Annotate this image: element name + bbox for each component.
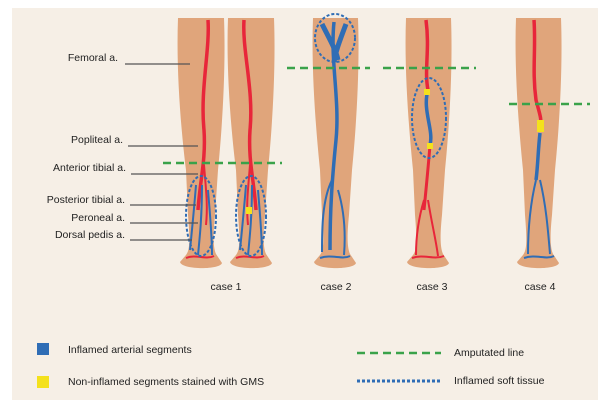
case3-leg xyxy=(383,18,476,268)
label-popliteal: Popliteal a. xyxy=(71,134,123,146)
label-anterior-tibial: Anterior tibial a. xyxy=(53,162,126,174)
case1-legs xyxy=(163,18,282,268)
legend-gms-swatch xyxy=(37,376,49,388)
case4-leg xyxy=(509,18,590,268)
case2-leg xyxy=(287,14,370,268)
legend-gms-label: Non-inflamed segments stained with GMS xyxy=(68,376,264,388)
legend-soft-tissue-label: Inflamed soft tissue xyxy=(454,375,545,387)
label-dorsal-pedis: Dorsal pedis a. xyxy=(55,229,125,241)
label-posterior-tibial: Posterior tibial a. xyxy=(47,194,125,206)
legend-inflamed-arterial-label: Inflamed arterial segments xyxy=(68,344,192,356)
label-femoral: Femoral a. xyxy=(68,52,118,64)
legend-amputated-line-label: Amputated line xyxy=(454,347,524,359)
case-label-3: case 3 xyxy=(417,281,448,293)
case-label-1: case 1 xyxy=(211,281,242,293)
legend-inflamed-arterial-swatch xyxy=(37,343,49,355)
case-label-4: case 4 xyxy=(525,281,556,293)
case-label-2: case 2 xyxy=(321,281,352,293)
legend: Inflamed arterial segments Non-inflamed … xyxy=(37,343,545,388)
label-peroneal: Peroneal a. xyxy=(71,212,125,224)
